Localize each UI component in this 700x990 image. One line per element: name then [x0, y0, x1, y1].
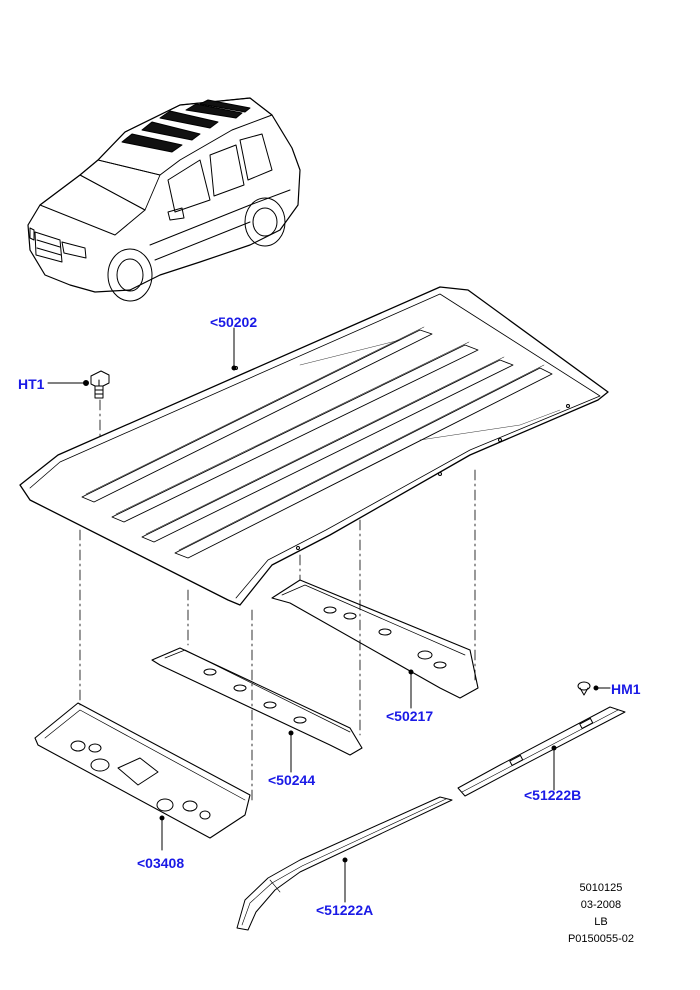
rear-header-03408[interactable]	[35, 703, 250, 838]
callout-03408[interactable]: <03408	[137, 855, 185, 871]
callout-51222b[interactable]: <51222B	[524, 787, 582, 803]
callout-50217[interactable]: <50217	[386, 708, 434, 724]
roof-strip-51222a[interactable]	[237, 797, 452, 930]
roof-bow-50244[interactable]	[152, 648, 362, 755]
reference-code: 5010125	[579, 882, 623, 894]
vehicle-illustration	[28, 98, 300, 301]
callout-50202[interactable]: <50202	[210, 314, 258, 330]
callout-hm1[interactable]: HM1	[611, 681, 641, 697]
bolt-ht1[interactable]	[91, 371, 109, 398]
callout-51222a[interactable]: <51222A	[316, 902, 374, 918]
assembly-lines	[79, 399, 476, 801]
callout-ht1[interactable]: HT1	[18, 376, 45, 392]
reference-date: 03-2008	[580, 899, 622, 911]
callout-50244[interactable]: <50244	[268, 772, 316, 788]
reference-illustration-id: P0150055-02	[567, 933, 634, 945]
roof-strip-51222b[interactable]	[458, 707, 625, 796]
leader-lines	[47, 327, 611, 903]
diagram-reference-info: 5010125 03-2008 LB P0150055-02	[568, 880, 634, 948]
clip-hm1[interactable]	[578, 682, 590, 695]
roof-bow-50217[interactable]	[272, 580, 478, 698]
roof-panel-50202[interactable]	[20, 287, 608, 605]
reference-model: LB	[594, 916, 608, 928]
